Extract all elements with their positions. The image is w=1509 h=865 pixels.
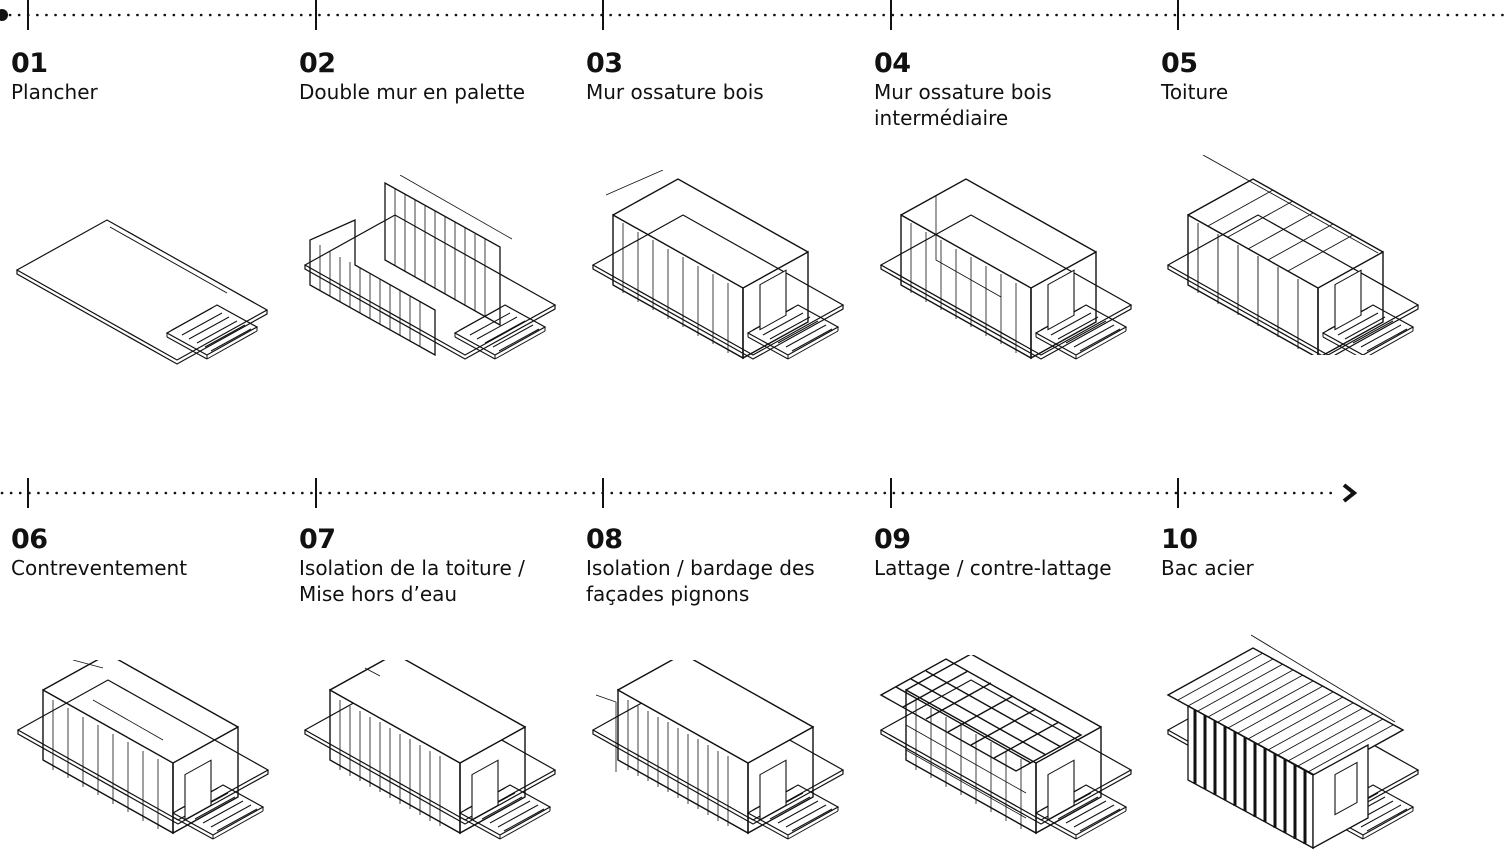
timeline-start-dot [0,9,8,21]
step-04: 04 Mur ossature bois intermédiaire [874,50,1154,131]
step-number: 04 [874,48,911,79]
step-01: 01 Plancher [11,50,291,105]
step-label: Double mur en palette [299,80,526,104]
illustration-roof [1167,155,1419,355]
step-number: 08 [586,524,623,555]
step-label: Isolation de la toiture / Mise hors d’ea… [299,556,525,606]
step-number: 09 [874,524,911,555]
illustration-intermediate-wall [880,178,1132,360]
step-08: 08 Isolation / bardage des façades pigno… [586,526,866,607]
timeline-dotted-line-2 [0,478,1358,508]
timeline-dotted-line-1 [0,0,1509,30]
illustration-gable-cladding [592,660,844,840]
step-number: 01 [11,48,48,79]
illustration-battens [879,655,1132,840]
step-02: 02 Double mur en palette [299,50,579,105]
step-label: Lattage / contre-lattage [874,556,1112,580]
step-label: Contreventement [11,556,188,580]
illustration-floor [16,219,268,365]
step-number: 03 [586,48,623,79]
illustration-roof-insulation [304,660,556,840]
step-09: 09 Lattage / contre-lattage [874,526,1154,581]
step-label: Toiture [1161,80,1229,104]
illustration-bracing [17,660,269,840]
step-label: Bac acier [1161,556,1254,580]
step-label: Isolation / bardage des façades pignons [586,556,815,606]
step-03: 03 Mur ossature bois [586,50,866,105]
step-number: 02 [299,48,336,79]
timeline-arrow-icon [1342,483,1358,503]
step-number: 06 [11,524,48,555]
step-label: Plancher [11,80,98,104]
step-number: 07 [299,524,336,555]
step-07: 07 Isolation de la toiture / Mise hors d… [299,526,579,607]
illustration-steel-deck [1166,634,1419,850]
timeline-row-2 [0,477,1509,508]
step-10: 10 Bac acier [1161,526,1441,581]
illustration-timber-frame-wall [592,170,844,360]
step-06: 06 Contreventement [11,526,291,581]
illustration-double-wall [304,175,556,360]
step-label: Mur ossature bois intermédiaire [874,80,1052,130]
step-05: 05 Toiture [1161,50,1441,105]
step-number: 05 [1161,48,1198,79]
step-number: 10 [1161,524,1198,555]
step-label: Mur ossature bois [586,80,764,104]
timeline-row-1 [0,0,1509,30]
